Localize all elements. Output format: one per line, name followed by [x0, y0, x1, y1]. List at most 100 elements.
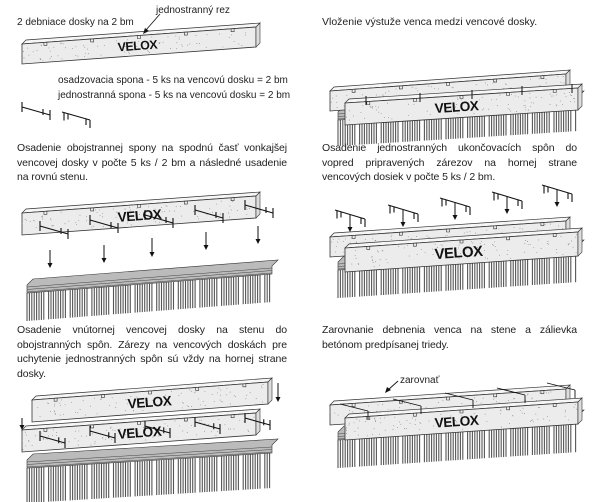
- double-sided-clip: [144, 210, 174, 228]
- down-arrow: [275, 383, 281, 402]
- speckle: [354, 431, 356, 433]
- speckle: [236, 210, 238, 211]
- speckle: [102, 438, 104, 440]
- speckle: [233, 395, 235, 397]
- speckle: [486, 258, 488, 260]
- speckle: [408, 103, 409, 105]
- speckle: [362, 105, 364, 107]
- speckle: [564, 410, 566, 412]
- speckle: [183, 402, 184, 404]
- speckle: [484, 249, 485, 251]
- clip-description-2: jednostranná spona - 5 ks na vencovú dos…: [58, 90, 291, 101]
- speckle: [454, 249, 456, 251]
- speckle: [231, 34, 233, 36]
- speckle: [62, 43, 64, 45]
- speckle: [364, 117, 365, 119]
- speckle: [442, 400, 444, 402]
- speckle: [195, 35, 197, 36]
- speckle: [510, 257, 512, 259]
- speckle: [544, 223, 546, 225]
- speckle: [229, 403, 231, 405]
- speckle: [368, 410, 370, 412]
- speckle: [261, 385, 262, 387]
- speckle: [494, 246, 496, 247]
- speckle: [460, 421, 462, 423]
- speckle: [500, 426, 502, 428]
- board-notch: [230, 28, 235, 32]
- speckle: [530, 102, 532, 104]
- speckle: [139, 436, 141, 438]
- speckle: [245, 398, 247, 400]
- speckle: [377, 404, 379, 406]
- align-label: zarovnať: [400, 375, 440, 386]
- speckle: [455, 420, 456, 421]
- down-arrow: [149, 238, 155, 257]
- speckle: [488, 108, 490, 110]
- speckle: [539, 392, 541, 394]
- speckle: [457, 113, 459, 115]
- speckle: [199, 43, 201, 44]
- speckle: [83, 56, 85, 58]
- speckle: [218, 418, 220, 420]
- speckle: [568, 419, 569, 421]
- board-notch: [540, 390, 545, 394]
- speckle: [426, 235, 428, 237]
- speckle: [331, 241, 333, 243]
- speckle: [529, 92, 531, 94]
- speckle: [336, 107, 338, 108]
- speckle: [329, 411, 331, 413]
- speckle: [375, 105, 377, 107]
- speckle: [336, 101, 338, 103]
- speckle: [35, 226, 37, 228]
- speckle: [220, 389, 222, 391]
- speckle: [415, 419, 416, 421]
- speckle: [33, 220, 35, 221]
- speckle: [350, 237, 352, 239]
- step4-text: Vloženie výstuže venca medzi vencové dos…: [322, 16, 538, 28]
- speckle: [398, 407, 400, 409]
- speckle: [573, 406, 575, 408]
- speckle: [547, 243, 549, 244]
- speckle: [377, 250, 378, 252]
- speckle: [499, 413, 501, 415]
- speckle: [437, 88, 439, 90]
- speckle: [372, 260, 374, 262]
- formwork-board: VELOX: [344, 227, 583, 273]
- speckle: [384, 92, 386, 94]
- speckle: [548, 243, 550, 245]
- speckle: [543, 418, 545, 420]
- speckle: [226, 387, 228, 389]
- board-end-face: [577, 83, 583, 111]
- speckle: [99, 214, 101, 216]
- speckle: [535, 413, 537, 415]
- speckle: [196, 434, 198, 436]
- speckle: [551, 95, 553, 97]
- speckle: [211, 394, 213, 396]
- speckle: [124, 44, 126, 46]
- speckle: [160, 207, 162, 208]
- speckle: [111, 397, 113, 399]
- speckle: [96, 413, 98, 415]
- speckle: [143, 427, 145, 428]
- speckle: [59, 402, 61, 404]
- speckle: [473, 412, 475, 414]
- speckle: [82, 400, 84, 402]
- speckle: [32, 51, 34, 53]
- speckle: [391, 234, 393, 236]
- speckle: [49, 50, 51, 52]
- speckle: [129, 209, 131, 211]
- speckle: [519, 227, 521, 229]
- speckle: [349, 110, 351, 112]
- speckle: [128, 51, 130, 53]
- speckle: [110, 427, 111, 429]
- speckle: [345, 427, 347, 429]
- speckle: [255, 398, 257, 399]
- speckle: [516, 111, 517, 112]
- board-notch: [148, 391, 152, 395]
- installed-clip: [546, 382, 576, 398]
- speckle: [125, 433, 127, 435]
- board-notch: [137, 421, 141, 425]
- clip-shape: [144, 421, 171, 438]
- speckle: [53, 410, 55, 412]
- speckle: [382, 94, 384, 96]
